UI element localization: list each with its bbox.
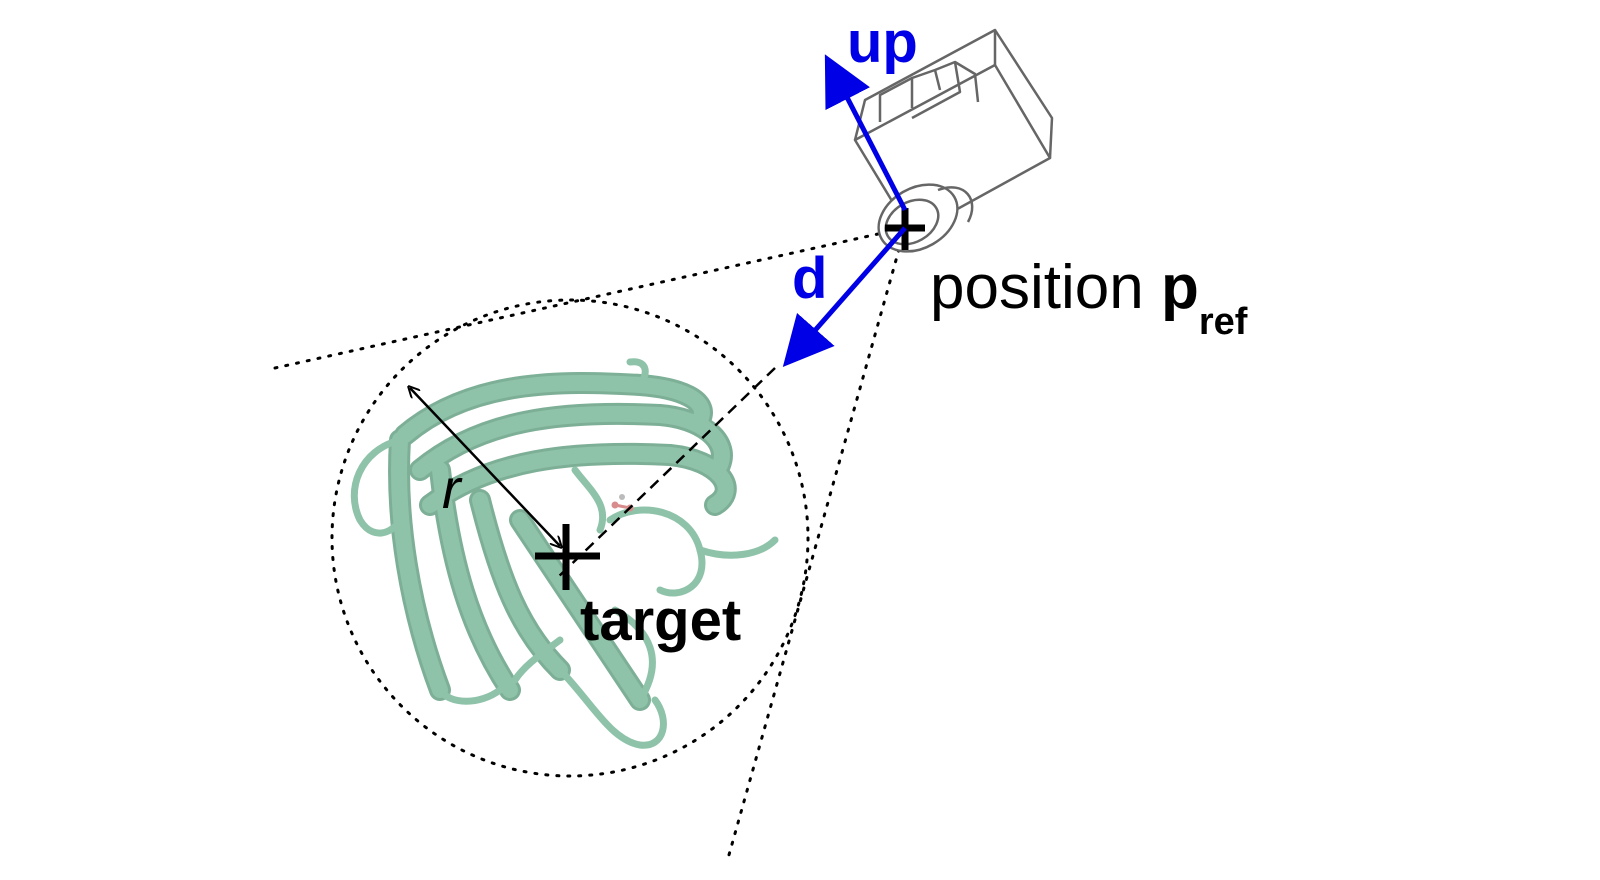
radius-arrow (410, 388, 560, 546)
r-label: r (442, 457, 463, 520)
ref-subscript: ref (1199, 301, 1248, 343)
up-vector-arrow (824, 54, 908, 212)
d-label: d (792, 246, 827, 311)
position-prefix: position (930, 253, 1161, 322)
target-crosshair-icon (535, 524, 600, 590)
target-label: target (580, 588, 741, 653)
up-label: up (847, 10, 918, 75)
frustum-line-right (725, 226, 907, 864)
view-direction-dashed (554, 367, 776, 581)
p-symbol: p (1161, 253, 1199, 322)
bounding-sphere (330, 298, 810, 778)
frustum-line-left (273, 226, 907, 370)
direction-vector-arrow (782, 226, 907, 368)
position-label: position pref (930, 253, 1248, 343)
